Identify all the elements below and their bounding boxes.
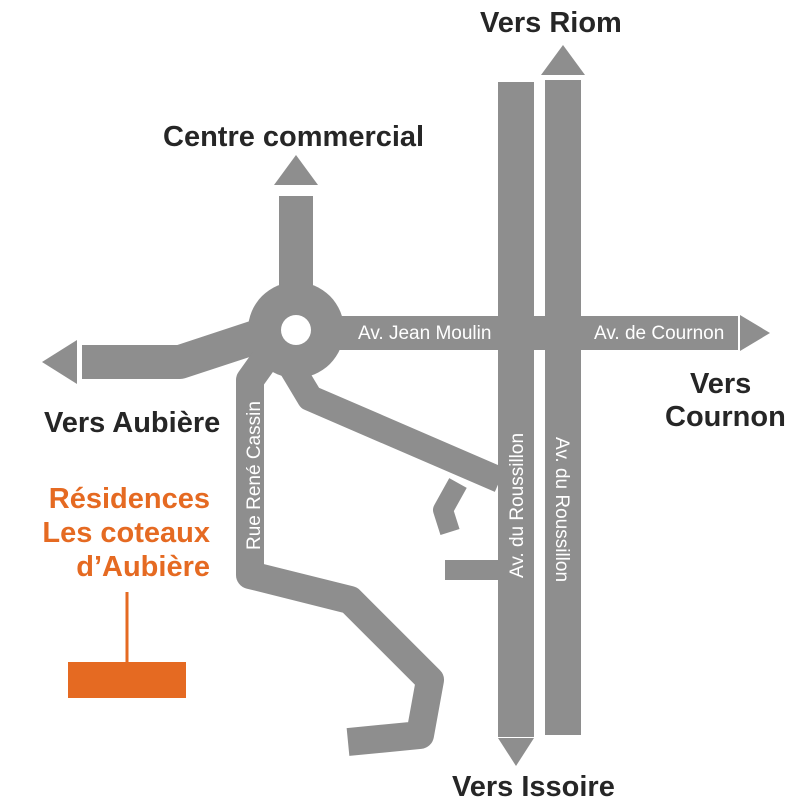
triangle-arrow-icon <box>541 45 585 75</box>
roundabout-icon <box>248 282 344 378</box>
destination-aubiere: Vers Aubière <box>44 407 220 439</box>
road-label-roussillon-left: Av. du Roussillon <box>507 433 528 578</box>
road-malmouche <box>280 361 506 492</box>
triangle-arrow-icon <box>274 155 318 185</box>
triangle-arrow-icon <box>42 340 77 384</box>
road-label-jean-moulin: Av. Jean Moulin <box>358 323 491 344</box>
road-aubiere <box>82 318 268 379</box>
destination-centre-commercial: Centre commercial <box>163 121 424 153</box>
road-rene-cassin <box>236 343 444 756</box>
road-label-cournon: Av. de Cournon <box>594 323 724 344</box>
residence-label: Résidences Les coteaux d’Aubière <box>42 483 210 583</box>
road-roussillon-right <box>545 80 581 735</box>
destination-issoire: Vers Issoire <box>452 771 615 800</box>
triangle-arrow-icon <box>498 738 534 766</box>
destination-cournon-line1: Vers <box>690 368 751 400</box>
road-roussillon-left <box>498 82 534 737</box>
destination-cournon-line2: Cournon <box>665 401 786 433</box>
destination-riom: Vers Riom <box>480 7 622 39</box>
road-malmouche-branch <box>433 478 467 536</box>
residence-label-line1: Résidences <box>49 483 210 515</box>
residence-label-line2: Les coteaux <box>42 517 210 549</box>
residence-label-line3: d’Aubière <box>76 551 210 583</box>
triangle-arrow-icon <box>740 315 770 351</box>
residence-marker <box>68 662 186 698</box>
road-label-rene-cassin: Rue René Cassin <box>244 401 265 550</box>
road-label-roussillon-right: Av. du Roussillon <box>551 437 572 582</box>
road-network <box>82 196 738 756</box>
